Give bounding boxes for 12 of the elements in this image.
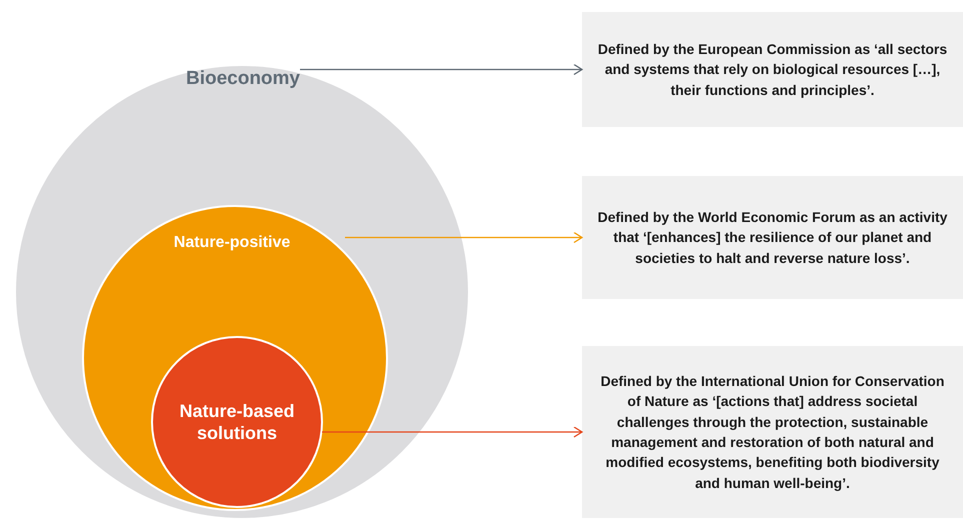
arrow [300, 64, 583, 76]
definition-box [582, 346, 963, 518]
definition-text: Defined by the International Union for Conservation of Nature as ‘[actions that] address societal challenges through the protection, sustainable management and restoration of both natural and modified ecosystems, benefiting both biodiversity and human well-being’. [600, 372, 946, 493]
definition-text: Defined by the World Economic Forum as an activity that ‘[enhances] the resilience of our planet and societies to halt and reverse nature loss’. [596, 208, 948, 268]
circle-label: Nature-positive [172, 233, 292, 253]
circle-label: Bioeconomy [184, 68, 302, 90]
definition-box [582, 176, 963, 299]
arrow [322, 426, 583, 438]
definition-text: Defined by the European Commission as ‘all sectors and systems that rely on biological resources […], their functions and principles’. [596, 40, 948, 100]
definition-box [582, 12, 963, 127]
circle-label: Nature-based solutions [178, 401, 296, 445]
arrow [345, 232, 583, 244]
